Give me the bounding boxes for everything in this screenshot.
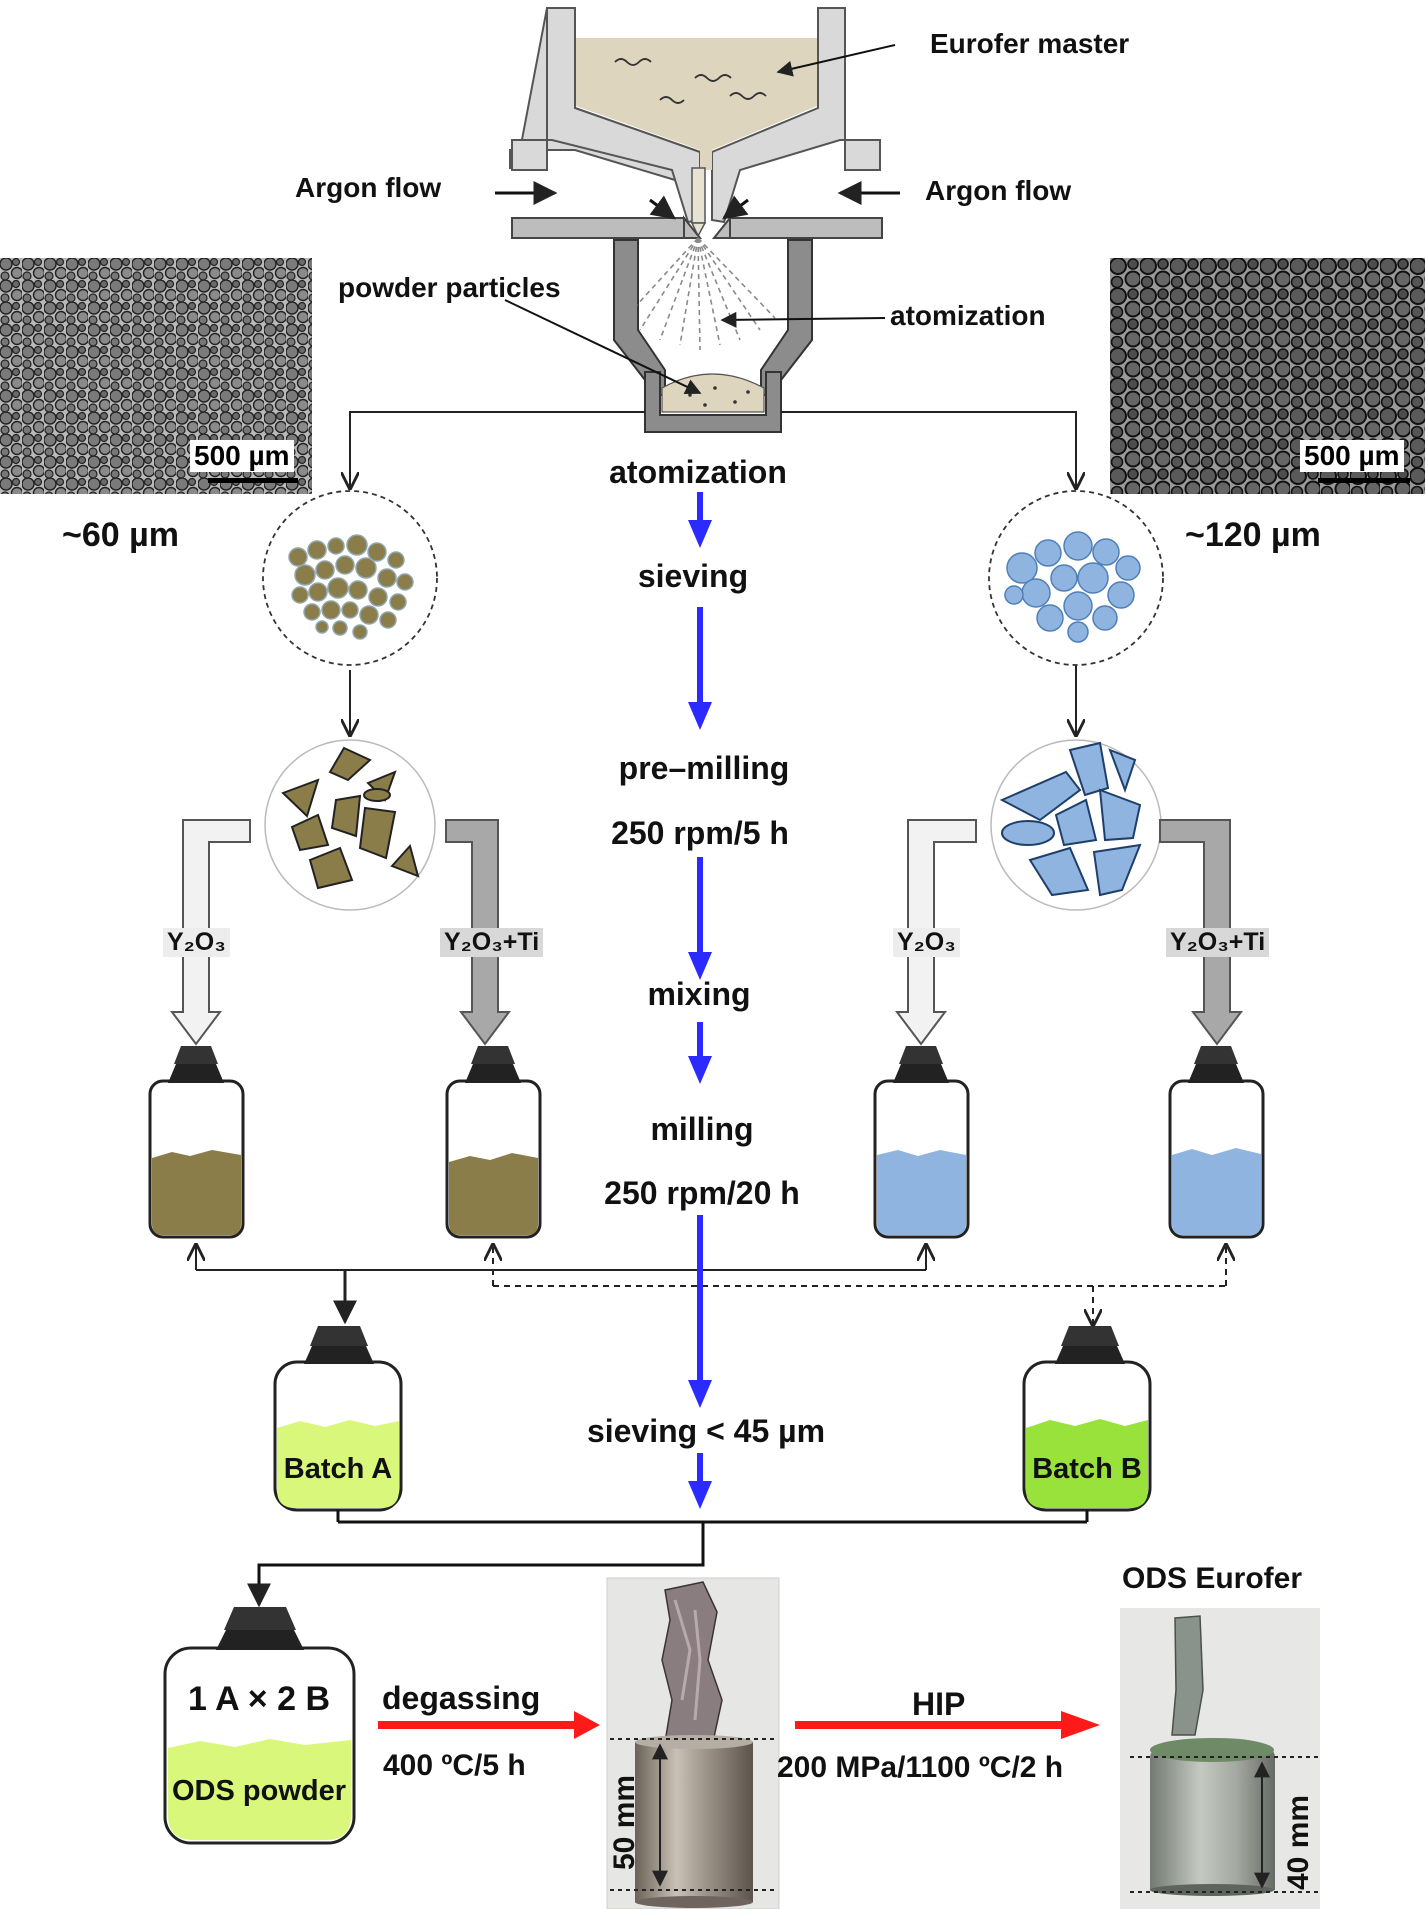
- milling-bottles: [148, 1046, 1265, 1239]
- hip-label: HIP: [912, 1686, 966, 1722]
- batch-b-label: Batch B: [1032, 1453, 1142, 1485]
- argon-flow-left-label: Argon flow: [295, 172, 442, 203]
- milled-powder-right: [990, 739, 1162, 911]
- crucible-left: [511, 7, 701, 224]
- ods-ratio-label: 1 A × 2 B: [187, 1680, 331, 1718]
- bottle-3: [873, 1046, 970, 1239]
- micrograph-right-scale-label: 500 µm: [1300, 440, 1404, 472]
- dimension-40mm: 40 mm: [1282, 1794, 1315, 1890]
- photo-hip-product: [1120, 1608, 1320, 1909]
- tag-y2o3-left: Y₂O₃: [163, 928, 230, 957]
- spherical-powder-right: [988, 490, 1164, 666]
- eurofer-master-label: Eurofer master: [930, 28, 1130, 59]
- ods-eurofer-label: ODS Eurofer: [1122, 1562, 1303, 1595]
- hip-condition: 200 MPa/1100 ºC/2 h: [777, 1751, 1064, 1784]
- micrograph-left-scale-label: 500 µm: [190, 440, 294, 472]
- step-atomization: atomization: [609, 454, 787, 490]
- branch-lines: [350, 411, 1076, 735]
- micrograph-left-scale-bar: [208, 478, 298, 483]
- argon-flow-right-label: Argon flow: [925, 175, 1072, 206]
- batch-a-label: Batch A: [283, 1453, 393, 1485]
- step-milling: milling: [650, 1111, 754, 1147]
- particle-size-right: ~120 µm: [1185, 516, 1321, 554]
- micrograph-left: [0, 258, 312, 494]
- step-pre-milling-condition: 250 rpm/5 h: [611, 815, 789, 851]
- bottle-1: [148, 1046, 245, 1239]
- milled-powder-left: [264, 739, 436, 911]
- step-milling-condition: 250 rpm/20 h: [604, 1175, 800, 1211]
- process-flow-arrows: [688, 492, 712, 1509]
- atomization-spray-label: atomization: [890, 300, 1046, 331]
- tag-y2o3-right: Y₂O₃: [893, 928, 960, 957]
- degassing-label: degassing: [382, 1680, 541, 1716]
- batch-a-bottle: [273, 1326, 403, 1512]
- collector: [644, 371, 782, 433]
- melt: [576, 38, 817, 170]
- atomizer: [495, 7, 900, 433]
- red-arrows: [378, 1711, 1100, 1739]
- gas-plate-left: [511, 217, 685, 239]
- gas-plate-right: [729, 217, 883, 239]
- spherical-powder-left: [262, 490, 438, 666]
- step-sieving-45: sieving < 45 µm: [586, 1413, 826, 1449]
- batch-b-bottle: [1022, 1326, 1152, 1512]
- step-sieving: sieving: [637, 558, 749, 594]
- step-pre-milling: pre–milling: [618, 750, 790, 786]
- bottle-4: [1168, 1046, 1265, 1239]
- micrograph-right-scale-bar: [1318, 478, 1410, 483]
- combination-lines-dashed: [493, 1245, 1226, 1325]
- dimension-50mm: 50 mm: [608, 1774, 641, 1870]
- dimension-lines: [610, 1738, 1318, 1893]
- powder-particles-label: powder particles: [338, 272, 561, 303]
- degassing-condition: 400 ºC/5 h: [383, 1749, 526, 1782]
- merge-lines: [247, 1510, 1089, 1608]
- bottle-2: [445, 1046, 542, 1239]
- ods-powder-bottle: [163, 1607, 356, 1845]
- combination-lines: [196, 1245, 926, 1325]
- particle-size-left: ~60 µm: [62, 516, 179, 554]
- ods-powder-label: ODS powder: [171, 1775, 347, 1807]
- tag-y2o3-ti-right: Y₂O₃+Ti: [1166, 928, 1270, 957]
- step-mixing: mixing: [647, 976, 751, 1012]
- tag-y2o3-ti-left: Y₂O₃+Ti: [440, 928, 544, 957]
